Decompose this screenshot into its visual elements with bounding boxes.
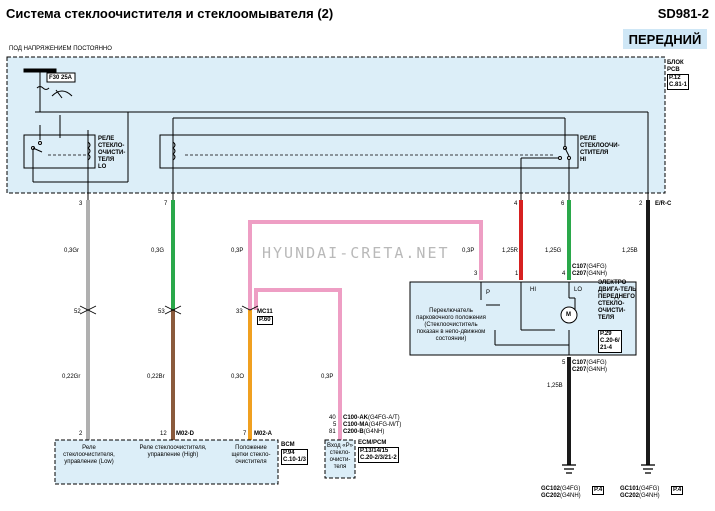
ecm-input-label: Вход «P» стекло-очисти-теля xyxy=(327,443,353,470)
pin-33: 33 xyxy=(236,309,243,315)
park-switch-label: Переключатель парковочного положения (Ст… xyxy=(416,308,486,342)
motor-conn2-1: C107(G4FG) xyxy=(572,360,607,366)
motor-conn2-2: C207(G4NH) xyxy=(572,367,608,373)
pcb-title-1: БЛОК xyxy=(667,60,684,66)
relay-hi-box xyxy=(159,134,579,169)
wire-label-4: 0,3P xyxy=(462,248,475,254)
ecm-name: ECM/PCM xyxy=(358,440,387,446)
motor-title: ЭЛЕКТРО-ДВИГА-ТЕЛЬ ПЕРЕДНЕГО СТЕКЛО-ОЧИС… xyxy=(598,280,637,321)
fuse-symbol xyxy=(36,86,50,90)
motor-conn-1: C107(G4FG) xyxy=(572,264,607,270)
diagram-code: SD981-2 xyxy=(657,6,709,21)
wire-label-3: 0,3P xyxy=(231,248,244,254)
wiper-icon xyxy=(51,89,73,99)
wire-label-11: 0,3O xyxy=(231,374,245,380)
ground-1-ref: P.4 xyxy=(592,486,605,495)
relay-hi-coil xyxy=(172,141,176,161)
wire-pink-2 xyxy=(254,288,342,445)
diagram-title: Система стеклоочистителя и стеклоомывате… xyxy=(6,6,334,21)
motor-pin-1: 1 xyxy=(515,271,519,277)
ground-2b: GC202(G4NH) xyxy=(620,493,660,499)
ecm-conn-1: C100-AK(G4FG-A/T) xyxy=(343,415,400,421)
pcb-title-2: PCB xyxy=(667,67,680,73)
wire-label-2: 0,3G xyxy=(151,248,165,254)
bcm-name: BCM xyxy=(281,442,295,448)
fuse-label: F30 25A xyxy=(49,75,73,81)
ecm-pin-40: 40 xyxy=(329,415,336,421)
wire-pink-1 xyxy=(248,220,483,310)
bcm-pin-7: 7 xyxy=(243,431,247,437)
bcm-func-2: Реле стеклоочистителя, управление (High) xyxy=(139,445,207,458)
motor-term-p: P xyxy=(486,290,491,296)
motor-pin-3: 3 xyxy=(474,271,478,277)
always-hot-label: ПОД НАПРЯЖЕНИЕМ ПОСТОЯННО xyxy=(9,46,112,52)
fuse-box xyxy=(46,72,76,83)
ground-1a: GC102(G4FG) xyxy=(541,486,581,492)
pin-3: 3 xyxy=(79,201,83,207)
ecm-pin-5: 5 xyxy=(333,422,337,428)
bcm-pin-2: 2 xyxy=(79,431,83,437)
pin-4: 4 xyxy=(514,201,518,207)
pcb-wiring xyxy=(23,68,649,200)
wire-label-13: 1,25B xyxy=(547,383,563,389)
ground-symbols xyxy=(562,464,655,474)
pin-53: 53 xyxy=(158,309,165,315)
pcb-block xyxy=(6,56,666,194)
motor-pin-4: 4 xyxy=(562,271,566,277)
pin-2: 2 xyxy=(639,201,643,207)
mc11-name: MC11 xyxy=(257,309,273,315)
mc11-ref: P.60 xyxy=(257,316,273,325)
wire-label-1: 0,3Gr xyxy=(64,248,80,254)
wire-label-12: 0,3P xyxy=(321,374,334,380)
motor-pin-5: 5 xyxy=(562,360,566,366)
bcm-func-3: Положение щетки стекло-очистителя xyxy=(231,445,271,465)
relay-lo-box xyxy=(23,134,96,169)
watermark: HYUNDAI-CRETA.NET xyxy=(262,244,450,262)
relay-lo-coil xyxy=(87,141,91,161)
wire-label-9: 0,22Gr xyxy=(62,374,81,380)
ground-2a: GC101(G4FG) xyxy=(620,486,660,492)
pin-6: 6 xyxy=(561,201,565,207)
ecm-box xyxy=(324,439,356,479)
motor-symbol xyxy=(560,306,578,324)
bcm-box xyxy=(54,439,279,485)
wire-label-5: 1,25R xyxy=(502,248,519,254)
ecm-conn-3: C200-B(G4NH) xyxy=(343,429,385,435)
ground-1b: GC202(G4NH) xyxy=(541,493,581,499)
ground-2-ref: P.4 xyxy=(671,486,684,495)
wire-label-6: 1,25G xyxy=(545,248,562,254)
location-badge: ПЕРЕДНИЙ xyxy=(623,29,707,49)
motor-conn-2: C207(G4NH) xyxy=(572,271,608,277)
motor-term-hi: HI xyxy=(530,287,536,293)
wire-label-7: 1,25B xyxy=(622,248,638,254)
bcm-m02a: M02-A xyxy=(254,431,273,437)
ecm-pin-81: 81 xyxy=(329,429,336,435)
motor-term-lo: LO xyxy=(574,287,583,293)
bcm-m02d: M02-D xyxy=(176,431,195,437)
wire-label-10: 0,22Br xyxy=(147,374,165,380)
bcm-func-1: Реле стеклоочистителя, управление (Low) xyxy=(63,445,115,465)
bcm-pin-12: 12 xyxy=(160,431,167,437)
pin-52: 52 xyxy=(74,309,81,315)
ecm-conn-2: C100-MA(G4FG-M/T) xyxy=(343,422,402,428)
motor-m: M xyxy=(566,312,571,318)
pin-7: 7 xyxy=(164,201,168,207)
wire-er-c: E/R-C xyxy=(655,201,672,207)
